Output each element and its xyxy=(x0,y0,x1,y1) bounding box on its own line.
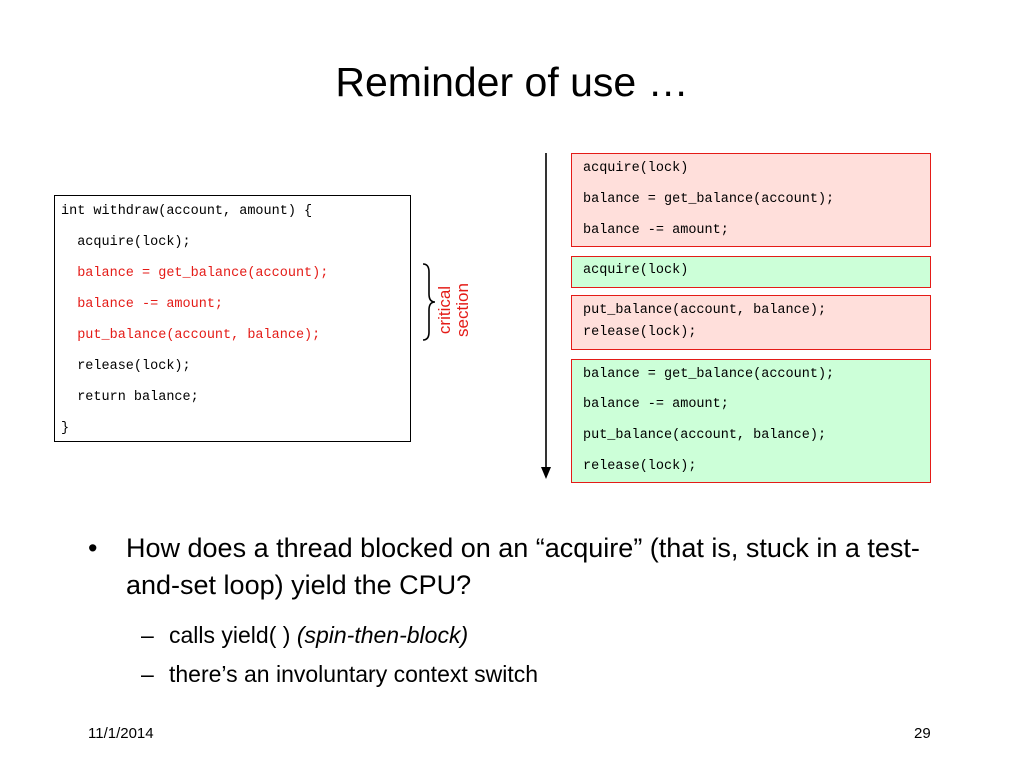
critical-section-label: critical section xyxy=(435,270,486,350)
code-line-1: int withdraw(account, amount) { xyxy=(61,204,313,219)
sub-bullet-1-text: calls yield( ) xyxy=(169,622,297,648)
sub-bullet-dash-icon: – xyxy=(141,622,154,648)
code-line-2: acquire(lock); xyxy=(61,235,191,250)
code-line-4: balance -= amount; xyxy=(61,297,224,312)
code-listing: int withdraw(account, amount) { acquire(… xyxy=(54,195,411,442)
timeline-box-1: acquire(lock) balance = get_balance(acco… xyxy=(571,153,931,247)
bullet-main-text: How does a thread blocked on an “acquire… xyxy=(126,533,920,600)
timeline-box-3-line-1: put_balance(account, balance); xyxy=(583,303,827,318)
timeline-box-1-line-3: balance -= amount; xyxy=(583,223,729,238)
timeline-box-2: acquire(lock) xyxy=(571,256,931,288)
timeline-box-4-line-4: release(lock); xyxy=(583,459,697,474)
timeline-box-4-line-2: balance -= amount; xyxy=(583,397,729,412)
bullet-dot-icon: • xyxy=(88,533,98,563)
code-line-6: release(lock); xyxy=(61,359,191,374)
timeline-box-1-line-1: acquire(lock) xyxy=(583,161,689,176)
timeline-arrow-icon xyxy=(541,153,551,479)
timeline-box-3: put_balance(account, balance); release(l… xyxy=(571,295,931,350)
code-line-7: return balance; xyxy=(61,390,199,405)
critical-label-line2: section xyxy=(453,283,472,337)
timeline-box-4-line-3: put_balance(account, balance); xyxy=(583,428,827,443)
sub-bullet-2-text: there’s an involuntary context switch xyxy=(169,661,539,687)
code-line-5: put_balance(account, balance); xyxy=(61,328,321,343)
timeline-box-1-line-2: balance = get_balance(account); xyxy=(583,192,835,207)
timeline-box-2-line-1: acquire(lock) xyxy=(583,263,689,278)
critical-label-line1: critical xyxy=(435,285,454,335)
code-line-8: } xyxy=(61,421,70,436)
sub-bullet-dash-icon: – xyxy=(141,661,154,687)
sub-bullet-1-italic: (spin-then-block) xyxy=(296,622,469,648)
code-line-3: balance = get_balance(account); xyxy=(61,266,329,281)
timeline-box-3-line-2: release(lock); xyxy=(583,325,697,340)
right-brace-icon xyxy=(422,263,436,341)
timeline-box-4: balance = get_balance(account); balance … xyxy=(571,359,931,483)
page-number: 29 xyxy=(914,725,931,742)
timeline-box-4-line-1: balance = get_balance(account); xyxy=(583,367,835,382)
footer-date: 11/1/2014 xyxy=(88,725,154,742)
slide-title: Reminder of use … xyxy=(335,59,689,105)
